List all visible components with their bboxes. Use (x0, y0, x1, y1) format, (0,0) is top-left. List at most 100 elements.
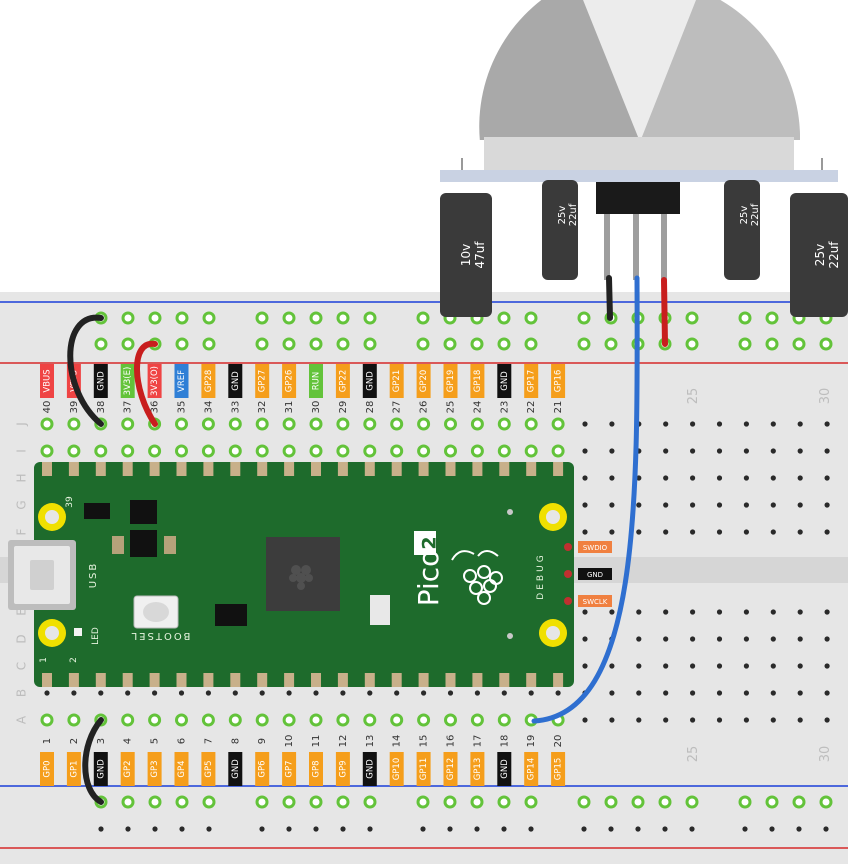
pin-label: GP11 (419, 758, 429, 781)
rail-hole-connected (202, 311, 216, 325)
breadboard-hole-connected (470, 713, 484, 727)
bootsel-button-cap[interactable] (143, 602, 169, 622)
breadboard-hole-connected (470, 417, 484, 431)
castellated-pad (203, 462, 214, 476)
breadboard-hole (447, 690, 454, 696)
smd-component (370, 595, 390, 625)
castellated-pad (176, 462, 187, 476)
rail-hole-connected (363, 795, 377, 809)
wire-signal-gp14[interactable] (531, 275, 640, 724)
breadboard-hole (582, 448, 588, 454)
pin-label-box (389, 752, 404, 786)
usb-label: USB (88, 562, 99, 589)
row-letter: D (15, 634, 29, 643)
breadboard-hole (743, 529, 750, 535)
pin-label-box (93, 364, 108, 398)
pin-label-box (228, 752, 243, 786)
breadboard-hole-connected (390, 713, 404, 727)
breadboard-hole (797, 717, 803, 723)
pir-pcb (440, 170, 838, 182)
pin-label-box (362, 364, 377, 398)
rail-hole-connected (309, 311, 323, 325)
breadboard-hole (743, 690, 750, 696)
breadboard-hole (743, 636, 750, 642)
pin-number: 5 (150, 738, 161, 744)
pin-number: 14 (392, 735, 403, 748)
rail-hole-connected (497, 795, 511, 809)
pin-label: GND (96, 759, 106, 779)
pir-header (596, 182, 680, 214)
breadboard-hole-connected (497, 444, 511, 458)
debug-header: SWDIO GND SWCLK (564, 541, 612, 607)
breadboard-hole-connected (470, 444, 484, 458)
breadboard-hole (71, 690, 77, 696)
debug-pin-pad (564, 570, 572, 578)
breadboard-hole (421, 690, 427, 696)
pin-label-box (335, 752, 350, 786)
breadboard-hole-connected (255, 444, 269, 458)
pin-label: GND (365, 371, 375, 391)
rail-hole (769, 826, 775, 832)
pin-number: 15 (419, 735, 430, 748)
breadboard-hole (690, 717, 696, 723)
breadboard-hole (609, 717, 615, 723)
rail-hole-connected (416, 337, 430, 351)
pin-number: 27 (392, 401, 403, 414)
breadboard-hole-connected (175, 713, 188, 727)
wire-power-3v3[interactable] (134, 340, 158, 427)
wire-sensor-gnd[interactable] (606, 275, 613, 321)
pin-label-box (524, 752, 539, 786)
breadboard-hole (770, 502, 776, 508)
rail-hole (501, 826, 507, 832)
pin-label: GP20 (419, 370, 429, 393)
pin-label: GP0 (43, 760, 53, 777)
breadboard-hole (716, 421, 723, 427)
breadboard-hole-connected (282, 417, 296, 431)
svg-text:22uf: 22uf (568, 203, 579, 226)
breadboard-hole (743, 663, 750, 669)
breadboard-hole (797, 609, 803, 615)
pin-label: GP16 (554, 370, 564, 393)
pin-label-box (147, 364, 162, 398)
breadboard-hole (663, 502, 669, 508)
column-marker-30-top: 30 (818, 388, 833, 405)
pin-label-box (470, 364, 485, 398)
breadboard-hole (232, 690, 238, 696)
breadboard-hole (636, 475, 642, 481)
pin-label-box (255, 364, 270, 398)
breadboard-hole (636, 502, 642, 508)
rail-hole (474, 826, 480, 832)
pin-label-box (40, 752, 54, 786)
breadboard-hole (824, 475, 830, 481)
breadboard-hole (716, 529, 723, 535)
raspberry-chip-logo (289, 565, 313, 590)
pin-number: 23 (499, 401, 510, 414)
rail-hole-connected (363, 311, 377, 325)
rail-hole (98, 826, 104, 832)
rail-hole-connected (631, 795, 645, 809)
wire-gnd-bottom[interactable] (82, 717, 104, 805)
breadboard-hole-connected (336, 444, 350, 458)
rail-hole-connected (792, 337, 806, 351)
castellated-pad (95, 673, 106, 687)
castellated-pad (284, 462, 295, 476)
breadboard-hole-connected (363, 444, 377, 458)
pin-label: VBUS (43, 369, 53, 392)
wire-sensor-vcc[interactable] (661, 277, 668, 347)
pin-number: 26 (419, 401, 430, 414)
rail-hole-connected (202, 795, 216, 809)
breadboard-hole-connected (309, 444, 323, 458)
rail-hole-connected (577, 337, 591, 351)
rail-hole-connected (255, 795, 269, 809)
pin-label: GND (500, 371, 510, 391)
breadboard-hole (824, 636, 830, 642)
pin-number: 18 (499, 735, 510, 748)
castellated-pad (364, 462, 375, 476)
mounting-hole (38, 619, 66, 647)
wire-gnd-to-rail[interactable] (67, 314, 104, 427)
breadboard-hole (609, 609, 615, 615)
breadboard-hole-connected (121, 713, 135, 727)
breadboard-hole (797, 421, 803, 427)
pin-label-box (335, 364, 350, 398)
